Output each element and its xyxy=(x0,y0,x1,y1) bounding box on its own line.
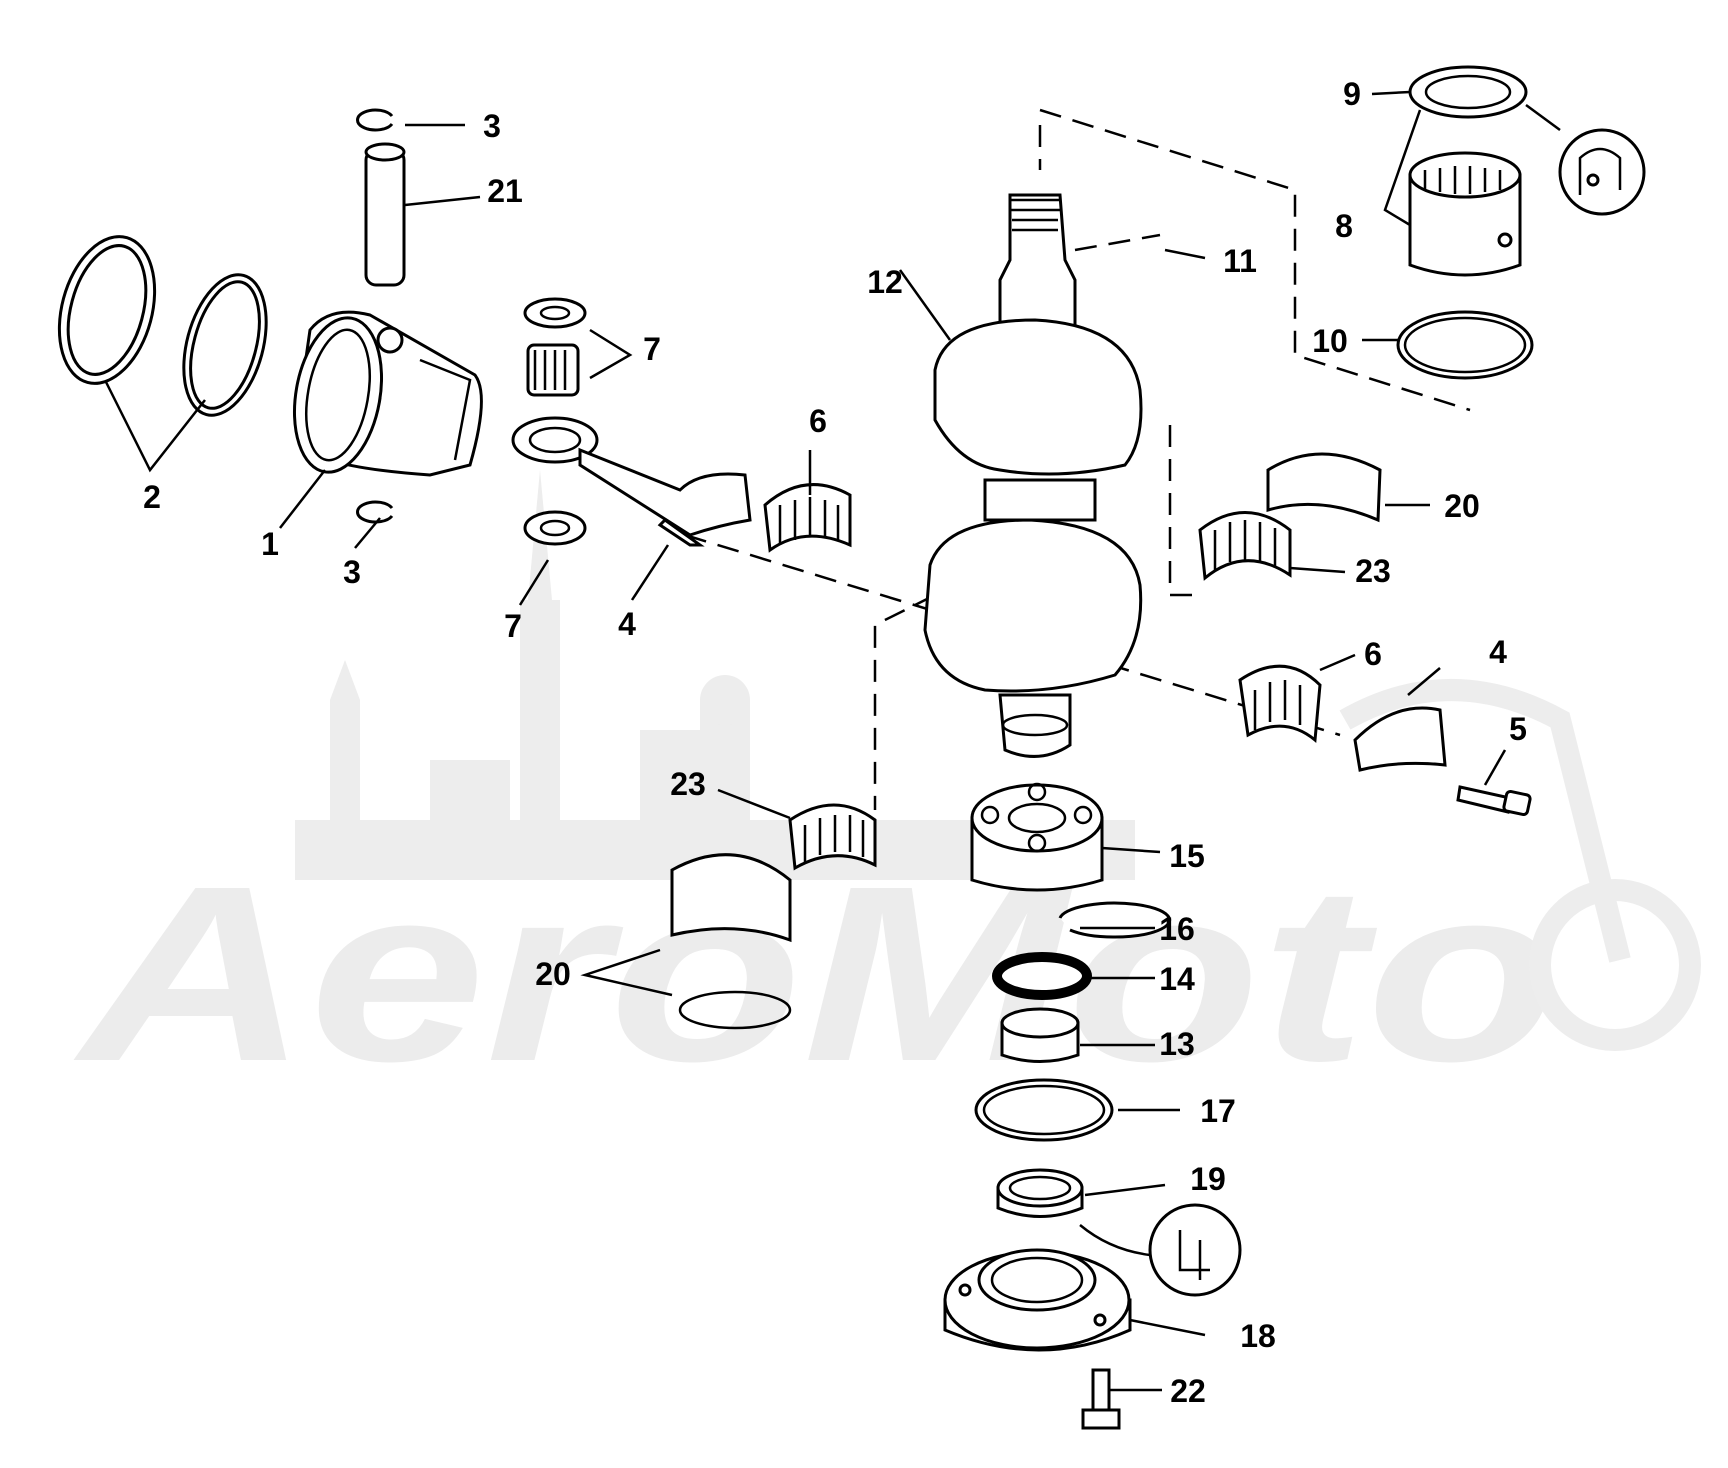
callout-10: 10 xyxy=(1312,323,1348,359)
callout-4-rod: 4 xyxy=(618,606,636,642)
rod-cap xyxy=(1353,706,1447,772)
connecting-rod xyxy=(511,416,752,547)
watermark: AeroMoto xyxy=(72,470,1701,1113)
callout-8: 8 xyxy=(1335,208,1353,244)
callout-12: 12 xyxy=(867,264,903,300)
callout-5: 5 xyxy=(1509,711,1527,747)
cap-screw xyxy=(1456,785,1532,817)
needle-bearing-upper xyxy=(1198,511,1292,581)
callout-20-upper: 20 xyxy=(1444,488,1480,524)
callout-7-upper: 7 xyxy=(643,331,661,367)
pin-clip-bottom xyxy=(356,500,394,524)
callout-14: 14 xyxy=(1159,961,1195,997)
callout-19: 19 xyxy=(1190,1161,1226,1197)
bearing-retainer-upper xyxy=(1266,452,1382,523)
callout-3-top: 3 xyxy=(483,108,501,144)
callout-2: 2 xyxy=(143,479,161,515)
needle-cage-upper xyxy=(763,483,852,553)
needle-cage-lower xyxy=(1238,664,1322,743)
small-end-parts xyxy=(523,297,587,546)
upper-seal xyxy=(1408,65,1528,119)
callout-23-upper: 23 xyxy=(1355,553,1391,589)
callout-4-cap: 4 xyxy=(1489,634,1507,670)
callout-6-upper: 6 xyxy=(809,403,827,439)
sealant-symbol-lower xyxy=(1148,1203,1242,1297)
lower-seal xyxy=(996,1168,1084,1218)
retaining-ring xyxy=(1058,901,1172,939)
lower-o-ring xyxy=(974,1078,1114,1142)
piston-pin xyxy=(364,142,406,287)
callout-18: 18 xyxy=(1240,1318,1276,1354)
upper-bearing xyxy=(1408,151,1522,277)
callout-13: 13 xyxy=(1159,1026,1195,1062)
sealant-symbol-upper xyxy=(1558,128,1646,216)
upper-o-ring xyxy=(1396,310,1534,380)
callout-7-lower: 7 xyxy=(504,608,522,644)
callout-22: 22 xyxy=(1170,1373,1206,1409)
callout-1: 1 xyxy=(261,526,279,562)
callouts: 1 2 3 3 4 4 5 6 6 7 7 8 9 10 11 12 13 14… xyxy=(143,76,1527,1409)
callout-17: 17 xyxy=(1200,1093,1236,1129)
callout-21: 21 xyxy=(487,173,523,209)
sleeve xyxy=(1000,1007,1080,1063)
watermark-motorcycle-icon xyxy=(1339,679,1701,1051)
leader-lines xyxy=(104,90,1561,1392)
lower-bearing-housing xyxy=(943,1248,1132,1352)
ball-bearing xyxy=(970,782,1104,892)
piston-rings xyxy=(57,235,268,417)
pin-clip-top xyxy=(356,108,394,132)
bearing-retainer-lower xyxy=(670,853,792,1030)
callout-9: 9 xyxy=(1343,76,1361,112)
callout-16: 16 xyxy=(1159,911,1195,947)
callout-3-bottom: 3 xyxy=(343,554,361,590)
seal-ring xyxy=(992,952,1092,1000)
housing-bolt xyxy=(1081,1368,1121,1430)
callout-6-lower: 6 xyxy=(1364,636,1382,672)
needle-bearing-lower xyxy=(788,803,877,871)
callout-23-lower: 23 xyxy=(670,766,706,802)
callout-20-lower: 20 xyxy=(535,956,571,992)
callout-11: 11 xyxy=(1223,243,1257,279)
watermark-text: AeroMoto xyxy=(72,834,1560,1113)
callout-15: 15 xyxy=(1169,838,1205,874)
crankshaft xyxy=(923,193,1143,758)
piston xyxy=(292,310,483,477)
